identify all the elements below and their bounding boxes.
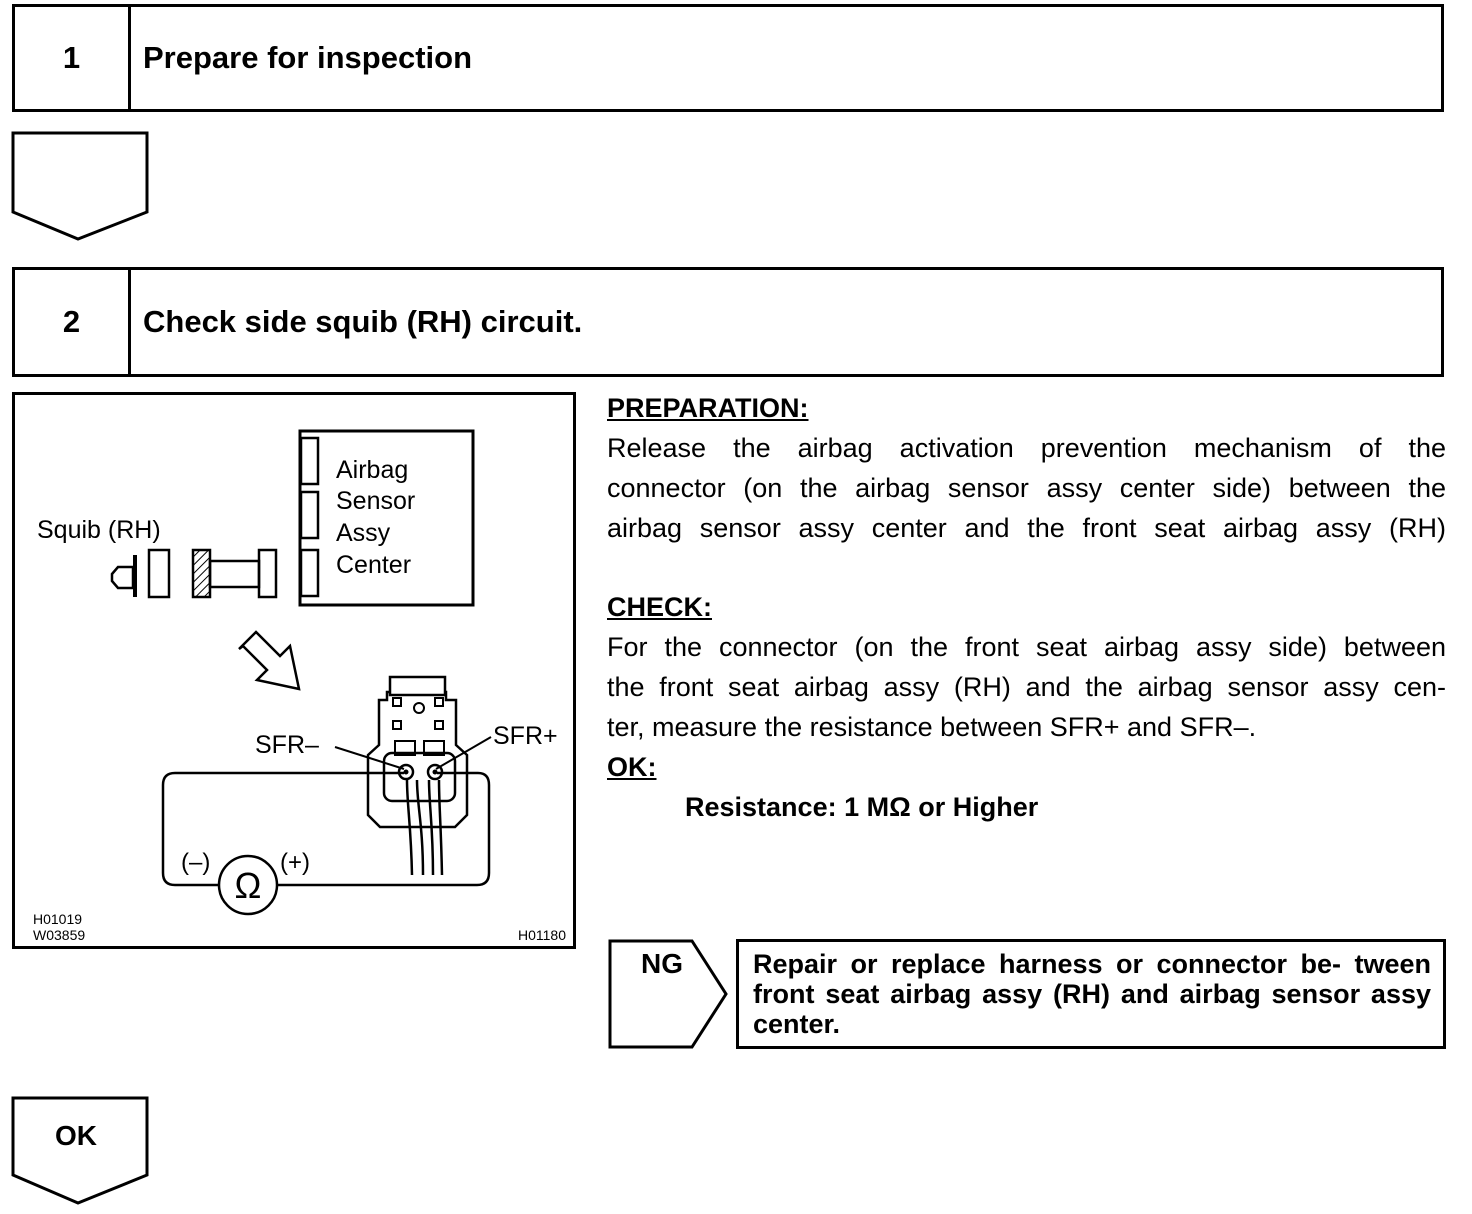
sfr-plus-label: SFR+ bbox=[493, 722, 558, 750]
preparation-line: airbag sensor assy center and the front … bbox=[607, 513, 1446, 543]
step-2-header: 2 Check side squib (RH) circuit. bbox=[12, 267, 1444, 377]
check-line: the front seat airbag assy (RH) and the … bbox=[607, 672, 1446, 702]
step-number: 2 bbox=[15, 270, 131, 374]
ng-label: NG bbox=[641, 948, 683, 979]
figure-code-right: H01180 bbox=[518, 927, 566, 943]
instructions: PREPARATION: Release the airbag activati… bbox=[607, 388, 1446, 827]
ng-arrow-icon bbox=[608, 939, 728, 1049]
diagram-drawing: Airbag Sensor Assy Center Squib (RH) bbox=[33, 429, 566, 943]
direction-arrow-icon bbox=[238, 630, 301, 691]
figure-code-left-1: H01019 bbox=[33, 911, 82, 927]
preparation-line: Release the airbag activation prevention… bbox=[607, 433, 1446, 463]
sensor-label-line-1: Airbag bbox=[336, 456, 408, 484]
sensor-label-line-3: Assy bbox=[336, 519, 391, 547]
ohm-plus-label: (+) bbox=[280, 849, 310, 876]
figure-code-left-2: W03859 bbox=[33, 927, 85, 943]
ohm-minus-label: (–) bbox=[181, 849, 210, 876]
ng-action-box: Repair or replace harness or connector b… bbox=[736, 939, 1446, 1049]
sensor-label-line-2: Sensor bbox=[336, 487, 415, 515]
resistance-spec: Resistance: 1 MΩ or Higher bbox=[685, 792, 1039, 822]
check-line: ter, measure the resistance between SFR+… bbox=[607, 712, 1257, 742]
preparation-line: connector (on the airbag sensor assy cen… bbox=[607, 473, 1446, 503]
ok-heading: OK: bbox=[607, 752, 657, 782]
ohmmeter-icon bbox=[217, 854, 279, 916]
check-line: For the connector (on the front seat air… bbox=[607, 632, 1446, 662]
sfr-minus-label: SFR– bbox=[255, 731, 319, 759]
step-1-header: 1 Prepare for inspection bbox=[12, 4, 1444, 112]
step-title: Prepare for inspection bbox=[143, 40, 473, 75]
step-title: Check side squib (RH) circuit. bbox=[143, 304, 583, 339]
preparation-heading: PREPARATION: bbox=[607, 393, 809, 423]
squib-label: Squib (RH) bbox=[37, 516, 161, 544]
step-number: 1 bbox=[15, 7, 131, 109]
flow-arrow-icon bbox=[11, 131, 149, 241]
ok-label: OK bbox=[55, 1120, 97, 1151]
check-heading: CHECK: bbox=[607, 592, 712, 622]
circuit-diagram: Airbag Sensor Assy Center Squib (RH) bbox=[12, 392, 576, 949]
sensor-label-line-4: Center bbox=[336, 551, 411, 579]
ok-arrow-icon bbox=[11, 1096, 149, 1205]
ohm-symbol: Ω bbox=[235, 865, 262, 906]
